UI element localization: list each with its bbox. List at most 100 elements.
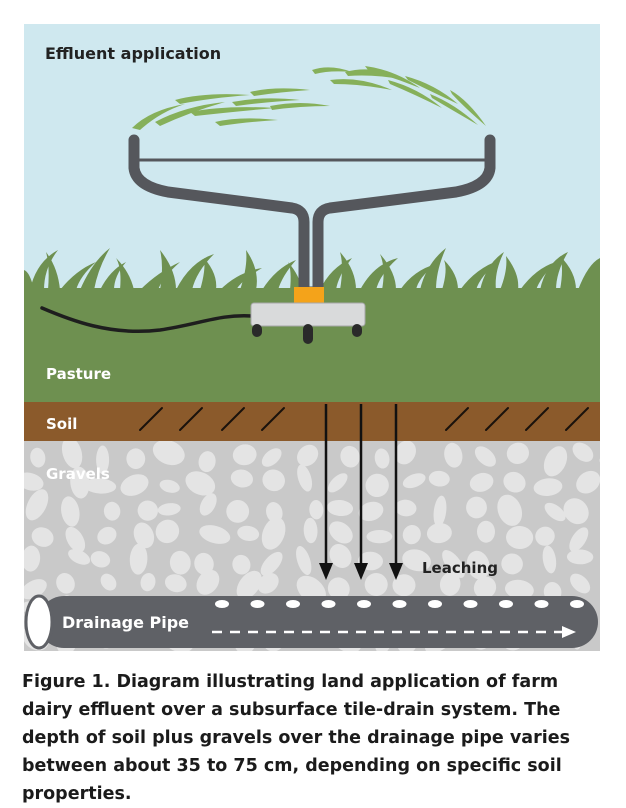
figure-caption: Figure 1. Diagram illustrating land appl…	[22, 672, 571, 804]
gravel-stone	[599, 451, 600, 467]
gravel-stone	[199, 525, 231, 544]
gravel-stone	[198, 451, 216, 473]
gravel-stone	[24, 579, 47, 600]
spray-droplets	[132, 66, 486, 130]
gravel-stone	[329, 544, 352, 568]
pipe-hole	[534, 600, 549, 608]
pipe-hole	[499, 600, 513, 608]
drainage-pipe-label: Drainage Pipe	[62, 613, 190, 632]
pipe-hole	[392, 600, 407, 608]
gravel-stone	[402, 524, 421, 545]
pipe-hole	[463, 600, 478, 608]
gravel-stone	[535, 526, 555, 546]
gravel-stone	[544, 502, 566, 522]
flow-arrow-icon	[562, 626, 576, 638]
gravel-stone	[473, 576, 497, 599]
gravel-stone	[503, 471, 526, 493]
gravel-stone	[100, 573, 117, 591]
gravel-stone	[194, 552, 214, 575]
gravel-stone	[569, 527, 589, 552]
pipe-hole	[286, 600, 300, 608]
gravel-stone	[133, 522, 155, 549]
diagram-scene	[24, 24, 626, 659]
gravel-stone	[226, 499, 250, 523]
drainage-pipe	[24, 594, 598, 650]
gravels-label: Gravels	[46, 465, 110, 483]
gravel-stone	[394, 499, 417, 517]
gravel-stone	[261, 517, 286, 550]
pipe-hole	[250, 600, 265, 608]
pipe-hole	[321, 600, 336, 608]
pipe-hole	[428, 600, 442, 608]
sprinkler-icon	[128, 134, 496, 344]
effluent-application-label: Effluent application	[45, 44, 222, 63]
gravel-stone	[152, 441, 185, 466]
gravel-stone	[129, 543, 148, 575]
gravel-stone	[566, 549, 594, 565]
gravel-stone	[576, 470, 600, 494]
gravel-stone	[309, 500, 324, 520]
gravel-stone	[469, 472, 494, 492]
gravel-stone	[232, 554, 251, 575]
gravel-stone	[506, 525, 534, 550]
gravel-stone	[169, 550, 191, 575]
gravel-stone	[56, 573, 75, 594]
gravel-stone	[603, 573, 619, 594]
gravel-stone	[506, 442, 529, 465]
gravel-stone	[426, 523, 452, 544]
leaching-label: Leaching	[422, 559, 498, 577]
sky-layer	[24, 24, 600, 290]
grass-blades	[24, 248, 600, 290]
gravel-stone	[442, 550, 465, 578]
gravel-stone	[392, 574, 416, 597]
gravel-stone	[570, 573, 591, 594]
gravel-stone	[159, 479, 180, 493]
gravel-stone	[120, 474, 149, 496]
gravel-stone	[83, 478, 117, 494]
gravel-stone	[394, 441, 416, 465]
pipe-hole	[215, 600, 229, 608]
gravel-stone	[297, 444, 319, 467]
gravel-stone	[608, 517, 626, 543]
gravel-stone	[196, 569, 220, 595]
gravel-stone	[374, 448, 390, 469]
gravel-stone	[433, 495, 447, 528]
gravel-stone	[261, 448, 282, 467]
gravel-stone	[327, 577, 350, 600]
gravel-stone	[140, 572, 156, 592]
gravel-stone	[185, 471, 216, 496]
gravel-stone	[266, 502, 283, 523]
gravel-stone	[504, 579, 534, 600]
gravel-stone	[402, 473, 426, 489]
gravel-stone	[599, 493, 626, 520]
gravel-stone	[262, 469, 285, 492]
gravel-stone	[137, 500, 158, 521]
effluent-hose	[40, 306, 254, 334]
gravel-stone	[90, 551, 111, 568]
gravel-stone	[329, 521, 353, 544]
gravel-stone	[25, 489, 49, 521]
gravel-stone	[31, 527, 54, 547]
gravel-stone	[366, 530, 393, 544]
gravel-stone	[260, 551, 283, 576]
gravel-stone	[232, 444, 257, 466]
pipe-hole	[357, 600, 371, 608]
gravel-stone	[24, 545, 41, 572]
gravel-stone	[365, 473, 389, 498]
gravel-stone	[126, 448, 146, 469]
gravel-stone	[599, 627, 626, 659]
gravel-stone	[543, 446, 568, 477]
gravel-stone	[326, 499, 354, 517]
gravel-stone	[612, 553, 626, 571]
gravel-stone	[533, 478, 563, 496]
gravel-stone	[327, 473, 348, 493]
gravel-stone	[358, 501, 384, 522]
soil-layer	[24, 402, 600, 442]
gravel-stone	[96, 445, 110, 475]
gravel-stone	[402, 549, 431, 572]
gravel-stone	[501, 553, 523, 575]
gravel-stone	[476, 520, 496, 543]
gravel-stone	[364, 573, 388, 596]
gravel-stone	[103, 501, 121, 521]
gravel-stone	[30, 447, 46, 468]
